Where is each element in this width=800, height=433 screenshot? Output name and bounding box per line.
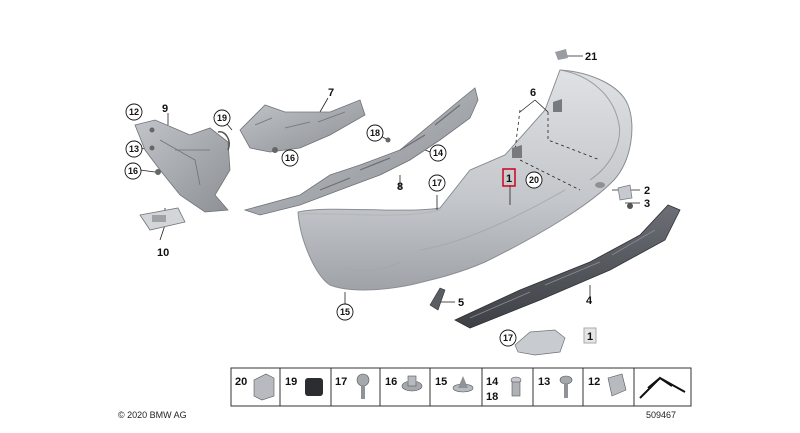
carrier-bracket-upper (239, 99, 366, 153)
legend-item-20: 20 (235, 376, 247, 388)
callout-9: 9 (162, 103, 168, 115)
copyright: © 2020 BMW AG (118, 410, 187, 420)
legend-item-18: 18 (486, 391, 498, 403)
circled-callouts (124, 103, 543, 347)
callout-16: 16 (285, 153, 295, 163)
callout-10: 10 (157, 247, 169, 259)
legend-item-15: 15 (435, 376, 447, 388)
side-bracket-left (134, 119, 231, 213)
legend-item-17: 17 (335, 376, 347, 388)
callout-5: 5 (458, 297, 464, 309)
diagram-number: 509467 (646, 410, 676, 420)
callout-19: 19 (217, 113, 227, 123)
callout-labels: 7 9 8 6 21 2 3 4 5 10 1 1 (157, 51, 650, 344)
callout-12: 12 (129, 107, 139, 117)
callout-18: 18 (370, 128, 380, 138)
callout-14: 14 (433, 148, 443, 158)
callout-21: 21 (585, 51, 597, 63)
callout-1-alt: 1 (587, 331, 593, 343)
legend-item-19: 19 (285, 376, 297, 388)
reflector-plate (139, 207, 186, 231)
fastener-icons (253, 373, 686, 401)
rear-bumper-cover (297, 69, 633, 291)
callout-20: 20 (529, 175, 539, 185)
fastener-legend: 20 19 17 16 15 14 18 13 12 (230, 367, 692, 407)
callout-4: 4 (586, 295, 593, 307)
callout-3: 3 (644, 198, 650, 210)
callout-1: 1 (506, 173, 512, 185)
callout-1-frame (502, 168, 516, 187)
legend-item-14: 14 (486, 376, 499, 388)
legend-item-13: 13 (538, 376, 550, 388)
small-parts (149, 49, 633, 356)
legend-item-16: 16 (385, 376, 397, 388)
legend-item-12: 12 (588, 376, 600, 388)
callout-6: 6 (530, 87, 536, 99)
circled-callout-text: 12 13 16 19 16 18 14 17 20 15 17 (128, 107, 539, 343)
callout-17: 17 (432, 178, 442, 188)
callout-8: 8 (397, 181, 403, 193)
callout-7: 7 (328, 87, 334, 99)
carrier-bracket-lower (243, 87, 479, 216)
callout-15: 15 (340, 307, 350, 317)
callout-1b-frame (583, 327, 597, 344)
callout-16-left: 16 (128, 166, 138, 176)
diffuser-trim (454, 204, 681, 329)
callout-2: 2 (644, 185, 650, 197)
callout-13: 13 (129, 144, 139, 154)
callout-17-bottom: 17 (503, 333, 513, 343)
